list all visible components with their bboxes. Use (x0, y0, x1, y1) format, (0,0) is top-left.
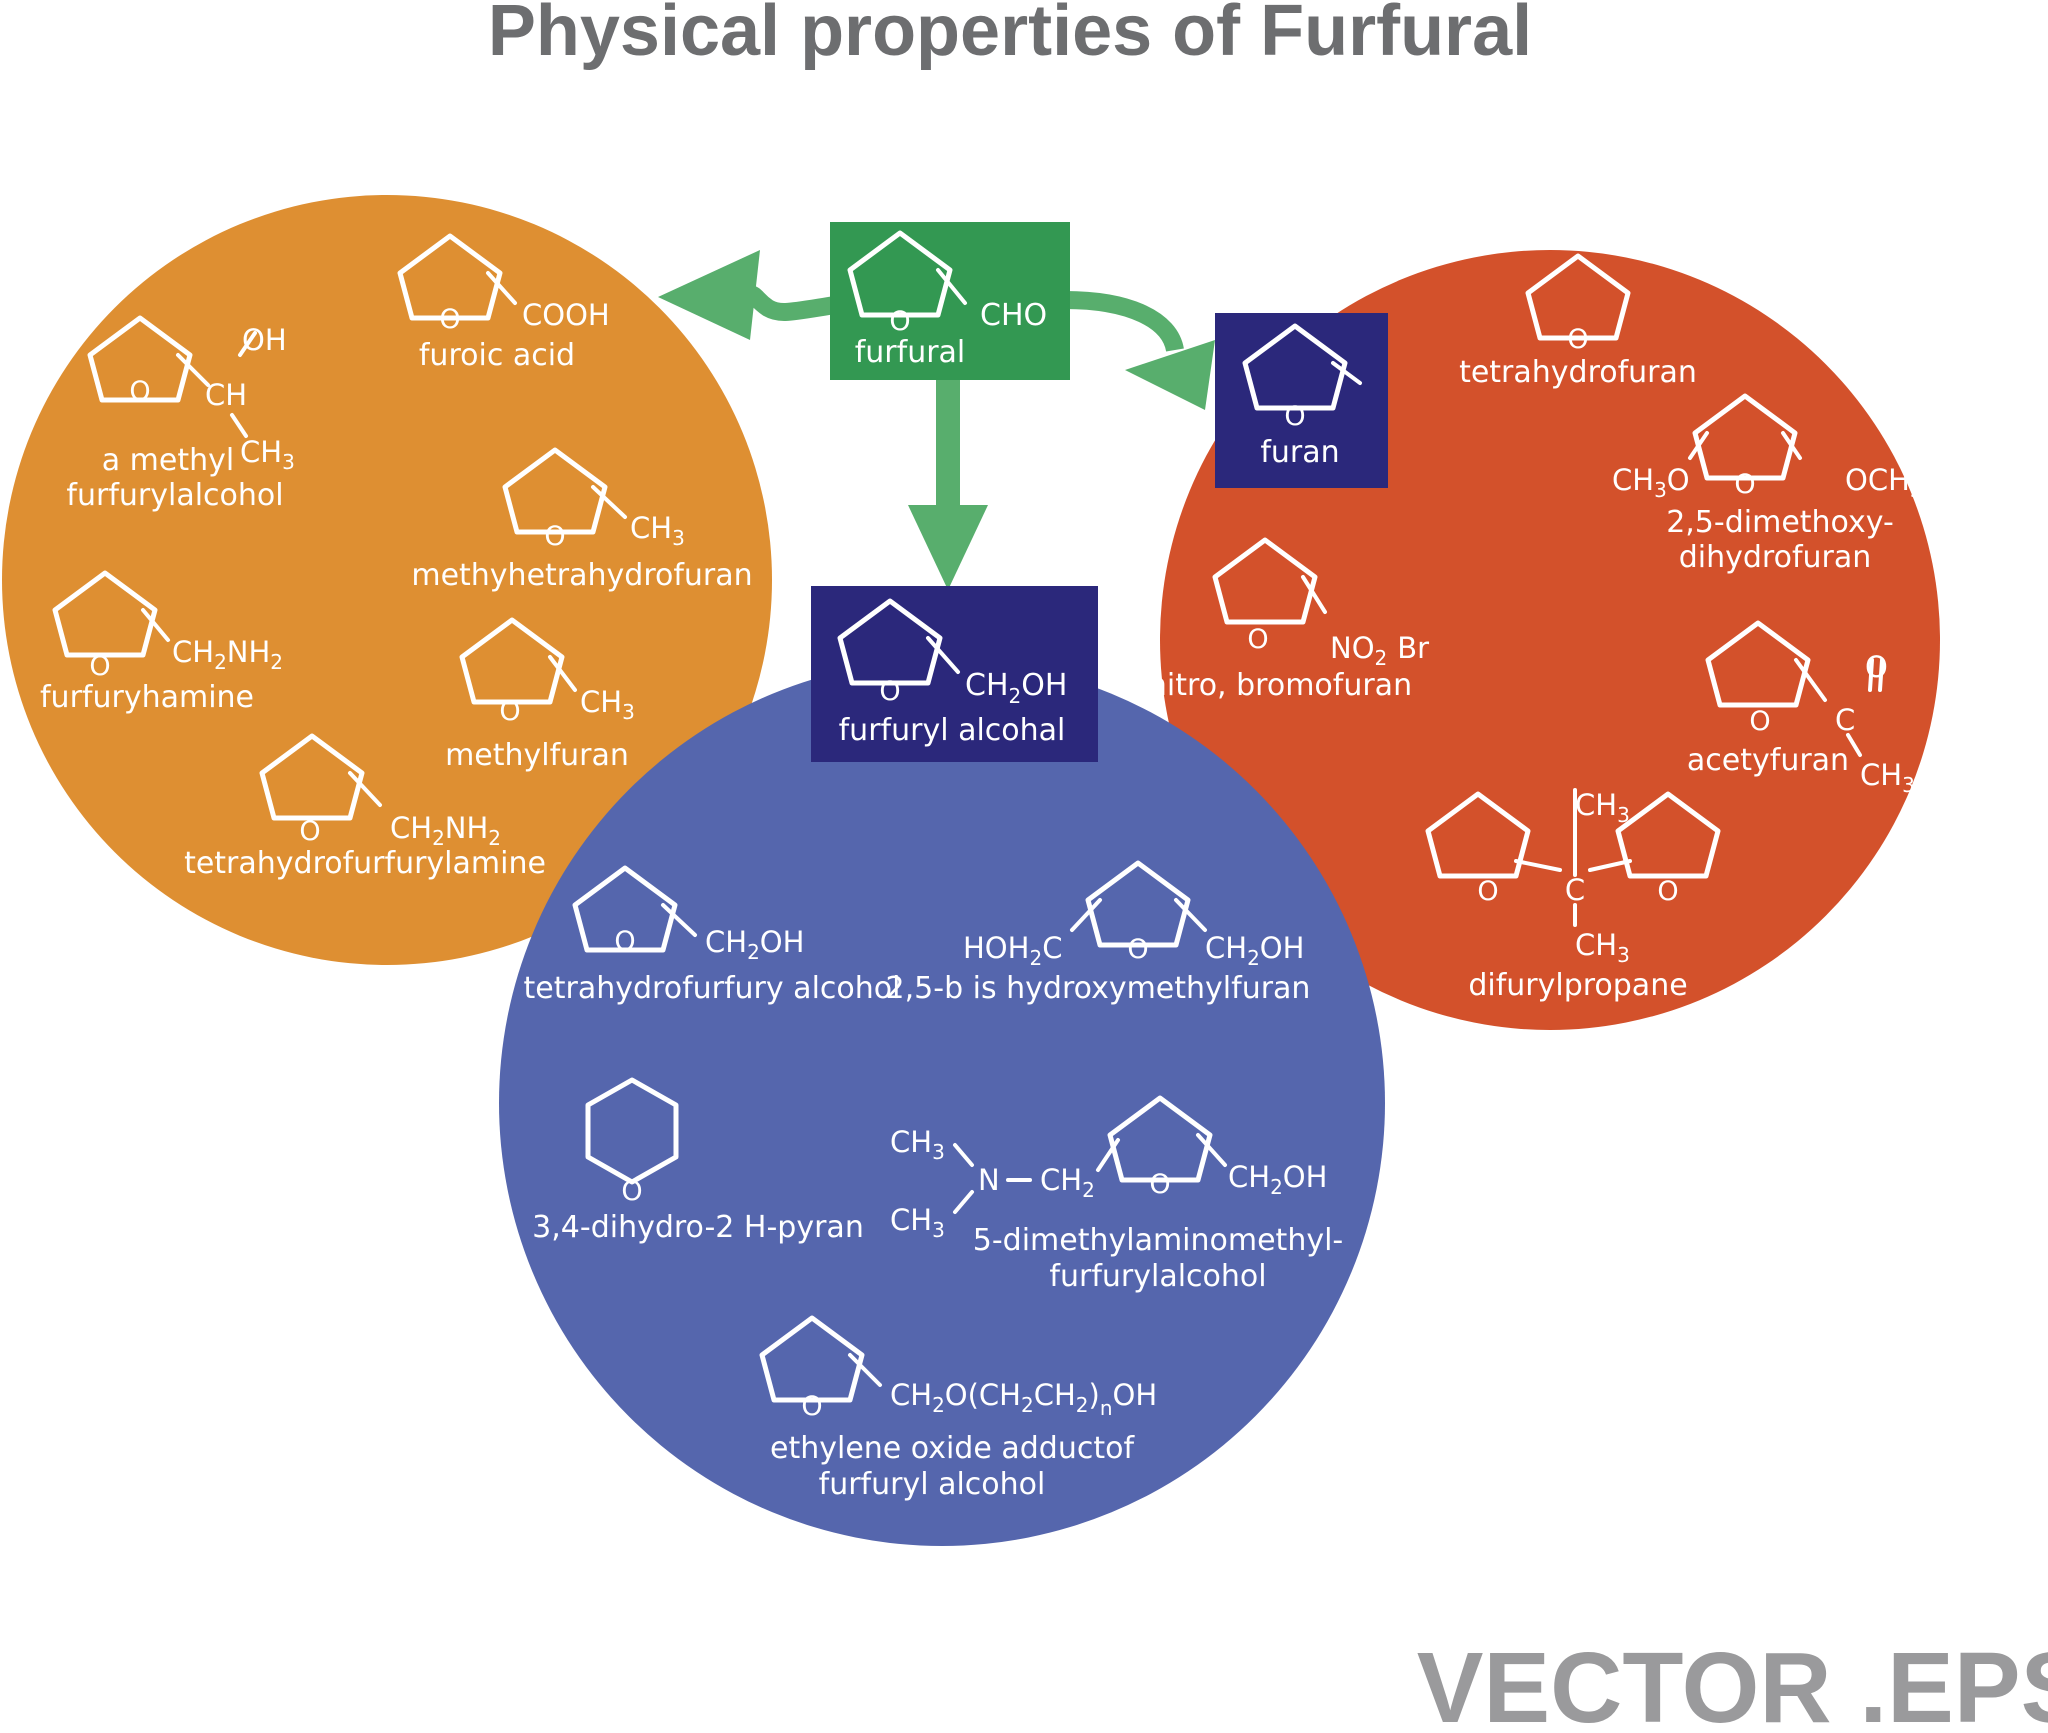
svg-text:O: O (621, 1176, 642, 1207)
svg-text:tetrahydrofurfury alcohol: tetrahydrofurfury alcohol (524, 971, 901, 1006)
svg-text:2,5-dimethoxy-: 2,5-dimethoxy- (1666, 505, 1894, 540)
svg-text:CH3: CH3 (1860, 758, 1915, 797)
ethylene-oxide-adduct: O CH2O(CH2CH2)nOH ethylene oxide adducto… (762, 1318, 1157, 1502)
acetylfuran: O C O CH3 acetyfuran (1687, 623, 1915, 797)
dimethylaminomethyl-furfurylalcohol: CH3 CH3 N CH2 O CH2OH 5-dimethylaminomet… (890, 1098, 1343, 1294)
svg-text:COOH: COOH (522, 298, 610, 332)
svg-text:CH2: CH2 (1040, 1163, 1095, 1202)
svg-text:CH3: CH3 (580, 685, 635, 724)
svg-text:O: O (1865, 650, 1888, 684)
svg-text:CH2OH: CH2OH (1228, 1160, 1327, 1199)
svg-text:a methyl: a methyl (102, 443, 234, 478)
svg-text:CH3: CH3 (1575, 788, 1630, 827)
methyltetrahydrofuran: O CH3 methyhetrahydrofuran (411, 450, 753, 593)
svg-text:3,4-dihydro-2 H-pyran: 3,4-dihydro-2 H-pyran (532, 1210, 864, 1245)
svg-text:O: O (1734, 469, 1755, 500)
svg-text:methylfuran: methylfuran (445, 738, 629, 773)
svg-text:CH2NH2: CH2NH2 (390, 811, 501, 850)
svg-text:CH3: CH3 (890, 1203, 945, 1242)
svg-text:CH3: CH3 (630, 511, 685, 550)
tetrahydrofuran: O tetrahydrofuran (1459, 256, 1697, 390)
dimethoxy-dihydrofuran: O CH3O OCH3 2,5-dimethoxy- dihydrofuran (1612, 396, 1923, 575)
svg-text:O: O (129, 376, 150, 407)
svg-text:ethylene oxide adductof: ethylene oxide adductof (770, 1431, 1135, 1466)
furan-box: O furan (1215, 313, 1388, 488)
svg-text:OCH3: OCH3 (1845, 463, 1923, 502)
svg-text:O: O (1477, 876, 1498, 907)
svg-text:C: C (1835, 703, 1855, 737)
svg-text:O: O (499, 696, 520, 727)
methylfuran: O CH3 methylfuran (445, 620, 635, 773)
dihydropyran: O 3,4-dihydro-2 H-pyran (532, 1077, 864, 1245)
svg-text:furfuryhamine: furfuryhamine (40, 680, 254, 715)
svg-text:O: O (544, 521, 565, 552)
svg-text:O: O (801, 1391, 822, 1422)
svg-text:CH3O: CH3O (1612, 463, 1690, 502)
furfural-box: O CHO furfural (830, 222, 1070, 380)
furfural-label: furfural (855, 335, 966, 370)
svg-text:C: C (1565, 873, 1585, 907)
bishydroxymethylfuran: O HOH2C CH2OH 2,5-b is hydroxymethylfura… (886, 863, 1311, 1006)
svg-text:nitro, bromofuran: nitro, bromofuran (1148, 668, 1412, 703)
svg-text:furfurylalcohol: furfurylalcohol (66, 478, 283, 513)
svg-text:difurylpropane: difurylpropane (1468, 968, 1687, 1003)
svg-text:CH: CH (205, 378, 247, 412)
svg-text:furfurylalcohol: furfurylalcohol (1049, 1259, 1266, 1294)
svg-text:CH3: CH3 (1575, 928, 1630, 967)
svg-text:HOH2C: HOH2C (963, 931, 1062, 970)
furoic-acid: O COOH furoic acid (400, 236, 610, 373)
furfuryl-alcohol-box: O CH2OH furfuryl alcohal (811, 586, 1098, 762)
svg-text:O: O (1127, 934, 1148, 965)
difurylpropane: O O C CH3 CH3 difurylpropane (1428, 788, 1718, 1003)
tetrahydrofurfurylamine: O CH2NH2 tetrahydrofurfurylamine (184, 736, 546, 881)
svg-text:CH3: CH3 (240, 435, 295, 474)
svg-text:CH2NH2: CH2NH2 (172, 635, 283, 674)
svg-text:N: N (978, 1163, 1000, 1197)
svg-text:CH2O(CH2CH2)nOH: CH2O(CH2CH2)nOH (890, 1378, 1157, 1420)
svg-text:O: O (879, 676, 900, 707)
svg-text:O: O (1149, 1169, 1170, 1200)
svg-text:OH: OH (242, 323, 287, 357)
svg-text:2,5-b is hydroxymethylfuran: 2,5-b is hydroxymethylfuran (886, 971, 1311, 1006)
page-title: Physical properties of Furfural (488, 0, 1532, 71)
furfurylamine: O CH2NH2 furfuryhamine (40, 573, 283, 715)
furfuryl-alcohol-label: furfuryl alcohal (839, 713, 1066, 748)
svg-text:CH2OH: CH2OH (1205, 931, 1304, 970)
svg-text:O: O (1657, 876, 1678, 907)
arrow-to-furan (1064, 291, 1215, 410)
svg-text:tetrahydrofurfurylamine: tetrahydrofurfurylamine (184, 846, 546, 881)
methyl-furfurylalcohol: O CH OH CH3 a methyl furfurylalcohol (66, 318, 295, 513)
orange-circle (2, 195, 772, 965)
watermark: VECTOR .EPS (1417, 1632, 2048, 1733)
svg-text:O: O (1284, 401, 1305, 432)
furfuryl-alcohol-group: CH2OH (965, 668, 1067, 708)
svg-text:O: O (889, 306, 910, 337)
furfural-group: CHO (980, 298, 1047, 333)
arrow-to-furfuryl-alcohol (908, 380, 988, 590)
furan-label: furan (1260, 435, 1339, 470)
svg-text:methyhetrahydrofuran: methyhetrahydrofuran (411, 558, 752, 593)
tetrahydrofurfury-alcohol: O CH2OH tetrahydrofurfury alcohol (524, 868, 901, 1006)
svg-text:CH3: CH3 (890, 1125, 945, 1164)
svg-text:O: O (89, 651, 110, 682)
svg-text:O: O (299, 816, 320, 847)
svg-text:O: O (439, 304, 460, 335)
svg-text:acetyfuran: acetyfuran (1687, 743, 1849, 778)
svg-text:dihydrofuran: dihydrofuran (1679, 540, 1872, 575)
svg-text:O: O (1247, 624, 1268, 655)
svg-text:5-dimethylaminomethyl-: 5-dimethylaminomethyl- (973, 1223, 1344, 1258)
svg-text:furoic acid: furoic acid (419, 338, 575, 373)
svg-text:tetrahydrofuran: tetrahydrofuran (1459, 355, 1697, 390)
arrow-to-orange (658, 250, 837, 340)
svg-text:CH2OH: CH2OH (705, 925, 804, 964)
svg-text:O: O (614, 926, 635, 957)
svg-text:O: O (1567, 324, 1588, 355)
svg-text:O: O (1749, 706, 1770, 737)
svg-text:furfuryl alcohol: furfuryl alcohol (819, 1467, 1046, 1502)
